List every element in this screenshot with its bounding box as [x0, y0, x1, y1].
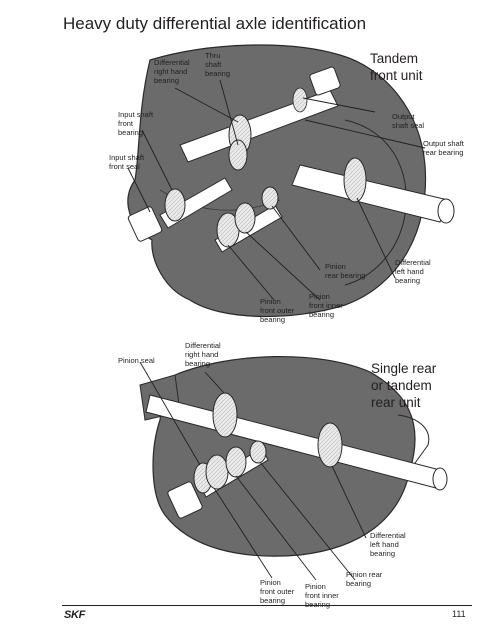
tandem-label-diff-rh: Differential right hand bearing	[154, 58, 190, 85]
page-title: Heavy duty differential axle identificat…	[63, 14, 367, 33]
skf-logo: SKF	[64, 609, 86, 621]
single-diff-lh-bearing	[317, 422, 343, 468]
single-label-pinion-front-inner: Pinion front inner bearing	[305, 582, 339, 609]
tandem-heading: Tandem front unit	[370, 51, 423, 83]
single-label-pinion-rear: Pinion rear bearing	[346, 570, 383, 588]
tandem-label-diff-lh: Differential left hand bearing	[395, 258, 431, 285]
single-pinion-rear	[249, 440, 267, 464]
output-yoke	[309, 66, 341, 96]
thru-shaft-bearing	[228, 139, 248, 171]
output-seal	[292, 87, 308, 113]
tandem-axle-drawing	[127, 44, 455, 318]
tandem-label-output-rear: Output shaft rear bearing	[423, 139, 464, 157]
tandem-label-pinion-front-outer: Pinion front outer bearing	[260, 297, 295, 324]
tandem-label-pinion-rear: Pinion rear bearing	[325, 262, 366, 280]
footer-divider	[62, 605, 472, 606]
tandem-label-input-front-bearing: Input shaft front bearing	[118, 110, 154, 137]
tandem-label-output-seal: Output shaft seal	[392, 112, 425, 130]
input-front-bearing	[164, 188, 186, 222]
single-pinion-yoke	[167, 481, 203, 519]
leader-lines	[127, 79, 426, 581]
tandem-pinion-front-inner	[234, 202, 256, 234]
tandem-pinion-rear	[261, 186, 279, 210]
single-axle-drawing	[139, 355, 448, 557]
single-pinion-front-inner	[225, 446, 247, 478]
single-label-diff-lh: Differential left hand bearing	[370, 531, 406, 558]
single-label-pinion-seal: Pinion seal	[118, 356, 155, 365]
tandem-label-input-front-seal: Input shaft front seal	[109, 153, 145, 171]
input-yoke	[127, 206, 163, 242]
single-heading: Single rear or tandem rear unit	[371, 361, 437, 410]
tandem-housing	[127, 44, 427, 318]
tandem-label-pinion-front-inner: Pinion front inner bearing	[309, 292, 343, 319]
single-pinion-front-outer	[205, 454, 229, 490]
tandem-diff-lh-bearing	[343, 157, 367, 203]
tandem-label-thru-shaft: Thru shaft bearing	[205, 51, 231, 78]
single-diff-rh-bearing	[212, 392, 238, 438]
tandem-axle-shaft	[291, 164, 449, 223]
single-label-diff-rh: Differential right hand bearing	[185, 341, 221, 368]
single-label-pinion-front-outer: Pinion front outer bearing	[260, 578, 295, 605]
page-number: 111	[452, 609, 466, 619]
